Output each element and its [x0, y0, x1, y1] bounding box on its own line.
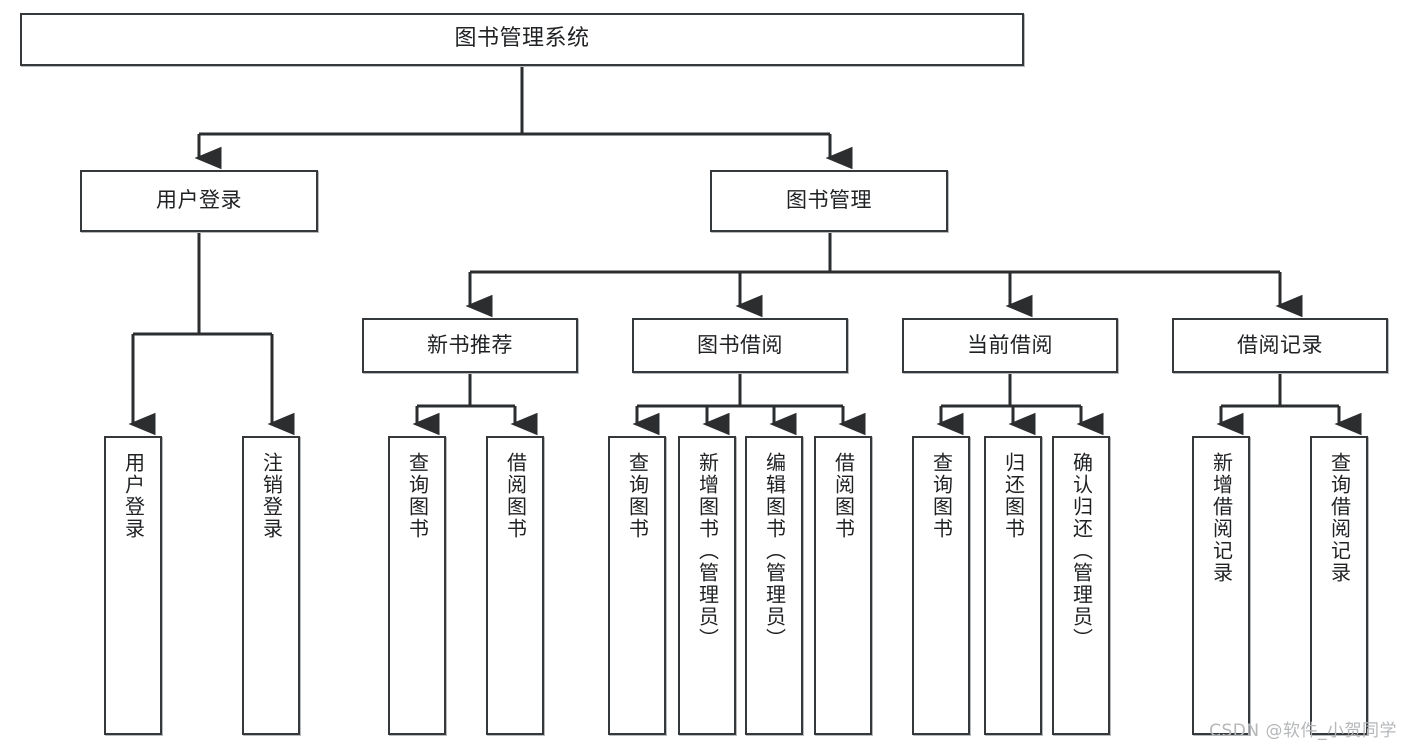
- node-current-borrow-label: 当前借阅: [967, 332, 1053, 357]
- node-leaf-confirm-return-label: 确认归还（管理员）: [1069, 452, 1094, 650]
- node-leaf-query-borrow-record[interactable]: 查询借阅记录: [1310, 436, 1368, 735]
- watermark: CSDN @软件_小贺同学: [1209, 721, 1397, 741]
- node-leaf-confirm-return[interactable]: 确认归还（管理员）: [1052, 436, 1110, 735]
- node-leaf-add-book[interactable]: 新增图书（管理员）: [678, 436, 736, 735]
- node-root[interactable]: 图书管理系统: [20, 13, 1024, 66]
- node-leaf-query-book-1-label: 查询图书: [405, 452, 430, 540]
- node-leaf-add-borrow-record-label: 新增借阅记录: [1209, 452, 1234, 584]
- node-leaf-logout-login-label: 注销登录: [259, 452, 284, 540]
- node-leaf-logout-login[interactable]: 注销登录: [242, 436, 300, 735]
- node-new-book-recommend[interactable]: 新书推荐: [362, 318, 578, 373]
- node-leaf-edit-book-label: 编辑图书（管理员）: [762, 452, 787, 650]
- node-leaf-query-book-3-label: 查询图书: [929, 452, 954, 540]
- node-current-borrow[interactable]: 当前借阅: [902, 318, 1118, 373]
- node-new-book-recommend-label: 新书推荐: [427, 332, 513, 357]
- node-leaf-query-book-3[interactable]: 查询图书: [912, 436, 970, 735]
- node-borrow-record[interactable]: 借阅记录: [1172, 318, 1388, 373]
- node-leaf-query-book-2[interactable]: 查询图书: [608, 436, 666, 735]
- node-leaf-return-book-label: 归还图书: [1001, 452, 1026, 540]
- node-leaf-user-login-label: 用户登录: [121, 452, 146, 540]
- node-leaf-borrow-book-2[interactable]: 借阅图书: [814, 436, 872, 735]
- node-leaf-query-book-2-label: 查询图书: [625, 452, 650, 540]
- node-leaf-borrow-book-1-label: 借阅图书: [503, 452, 528, 540]
- node-user-login[interactable]: 用户登录: [80, 170, 318, 232]
- node-root-label: 图书管理系统: [454, 26, 590, 52]
- node-borrow-record-label: 借阅记录: [1237, 332, 1323, 357]
- node-leaf-borrow-book-2-label: 借阅图书: [831, 452, 856, 540]
- node-leaf-return-book[interactable]: 归还图书: [984, 436, 1042, 735]
- node-leaf-query-book-1[interactable]: 查询图书: [388, 436, 446, 735]
- node-leaf-user-login[interactable]: 用户登录: [104, 436, 162, 735]
- node-leaf-add-borrow-record[interactable]: 新增借阅记录: [1192, 436, 1250, 735]
- node-book-borrow-label: 图书借阅: [697, 332, 783, 357]
- node-book-manage-label: 图书管理: [786, 188, 872, 213]
- node-leaf-add-book-label: 新增图书（管理员）: [695, 452, 720, 650]
- node-user-login-label: 用户登录: [156, 188, 242, 213]
- node-book-borrow[interactable]: 图书借阅: [632, 318, 848, 373]
- node-leaf-query-borrow-record-label: 查询借阅记录: [1327, 452, 1352, 584]
- node-leaf-borrow-book-1[interactable]: 借阅图书: [486, 436, 544, 735]
- node-book-manage[interactable]: 图书管理: [710, 170, 948, 232]
- node-leaf-edit-book[interactable]: 编辑图书（管理员）: [745, 436, 803, 735]
